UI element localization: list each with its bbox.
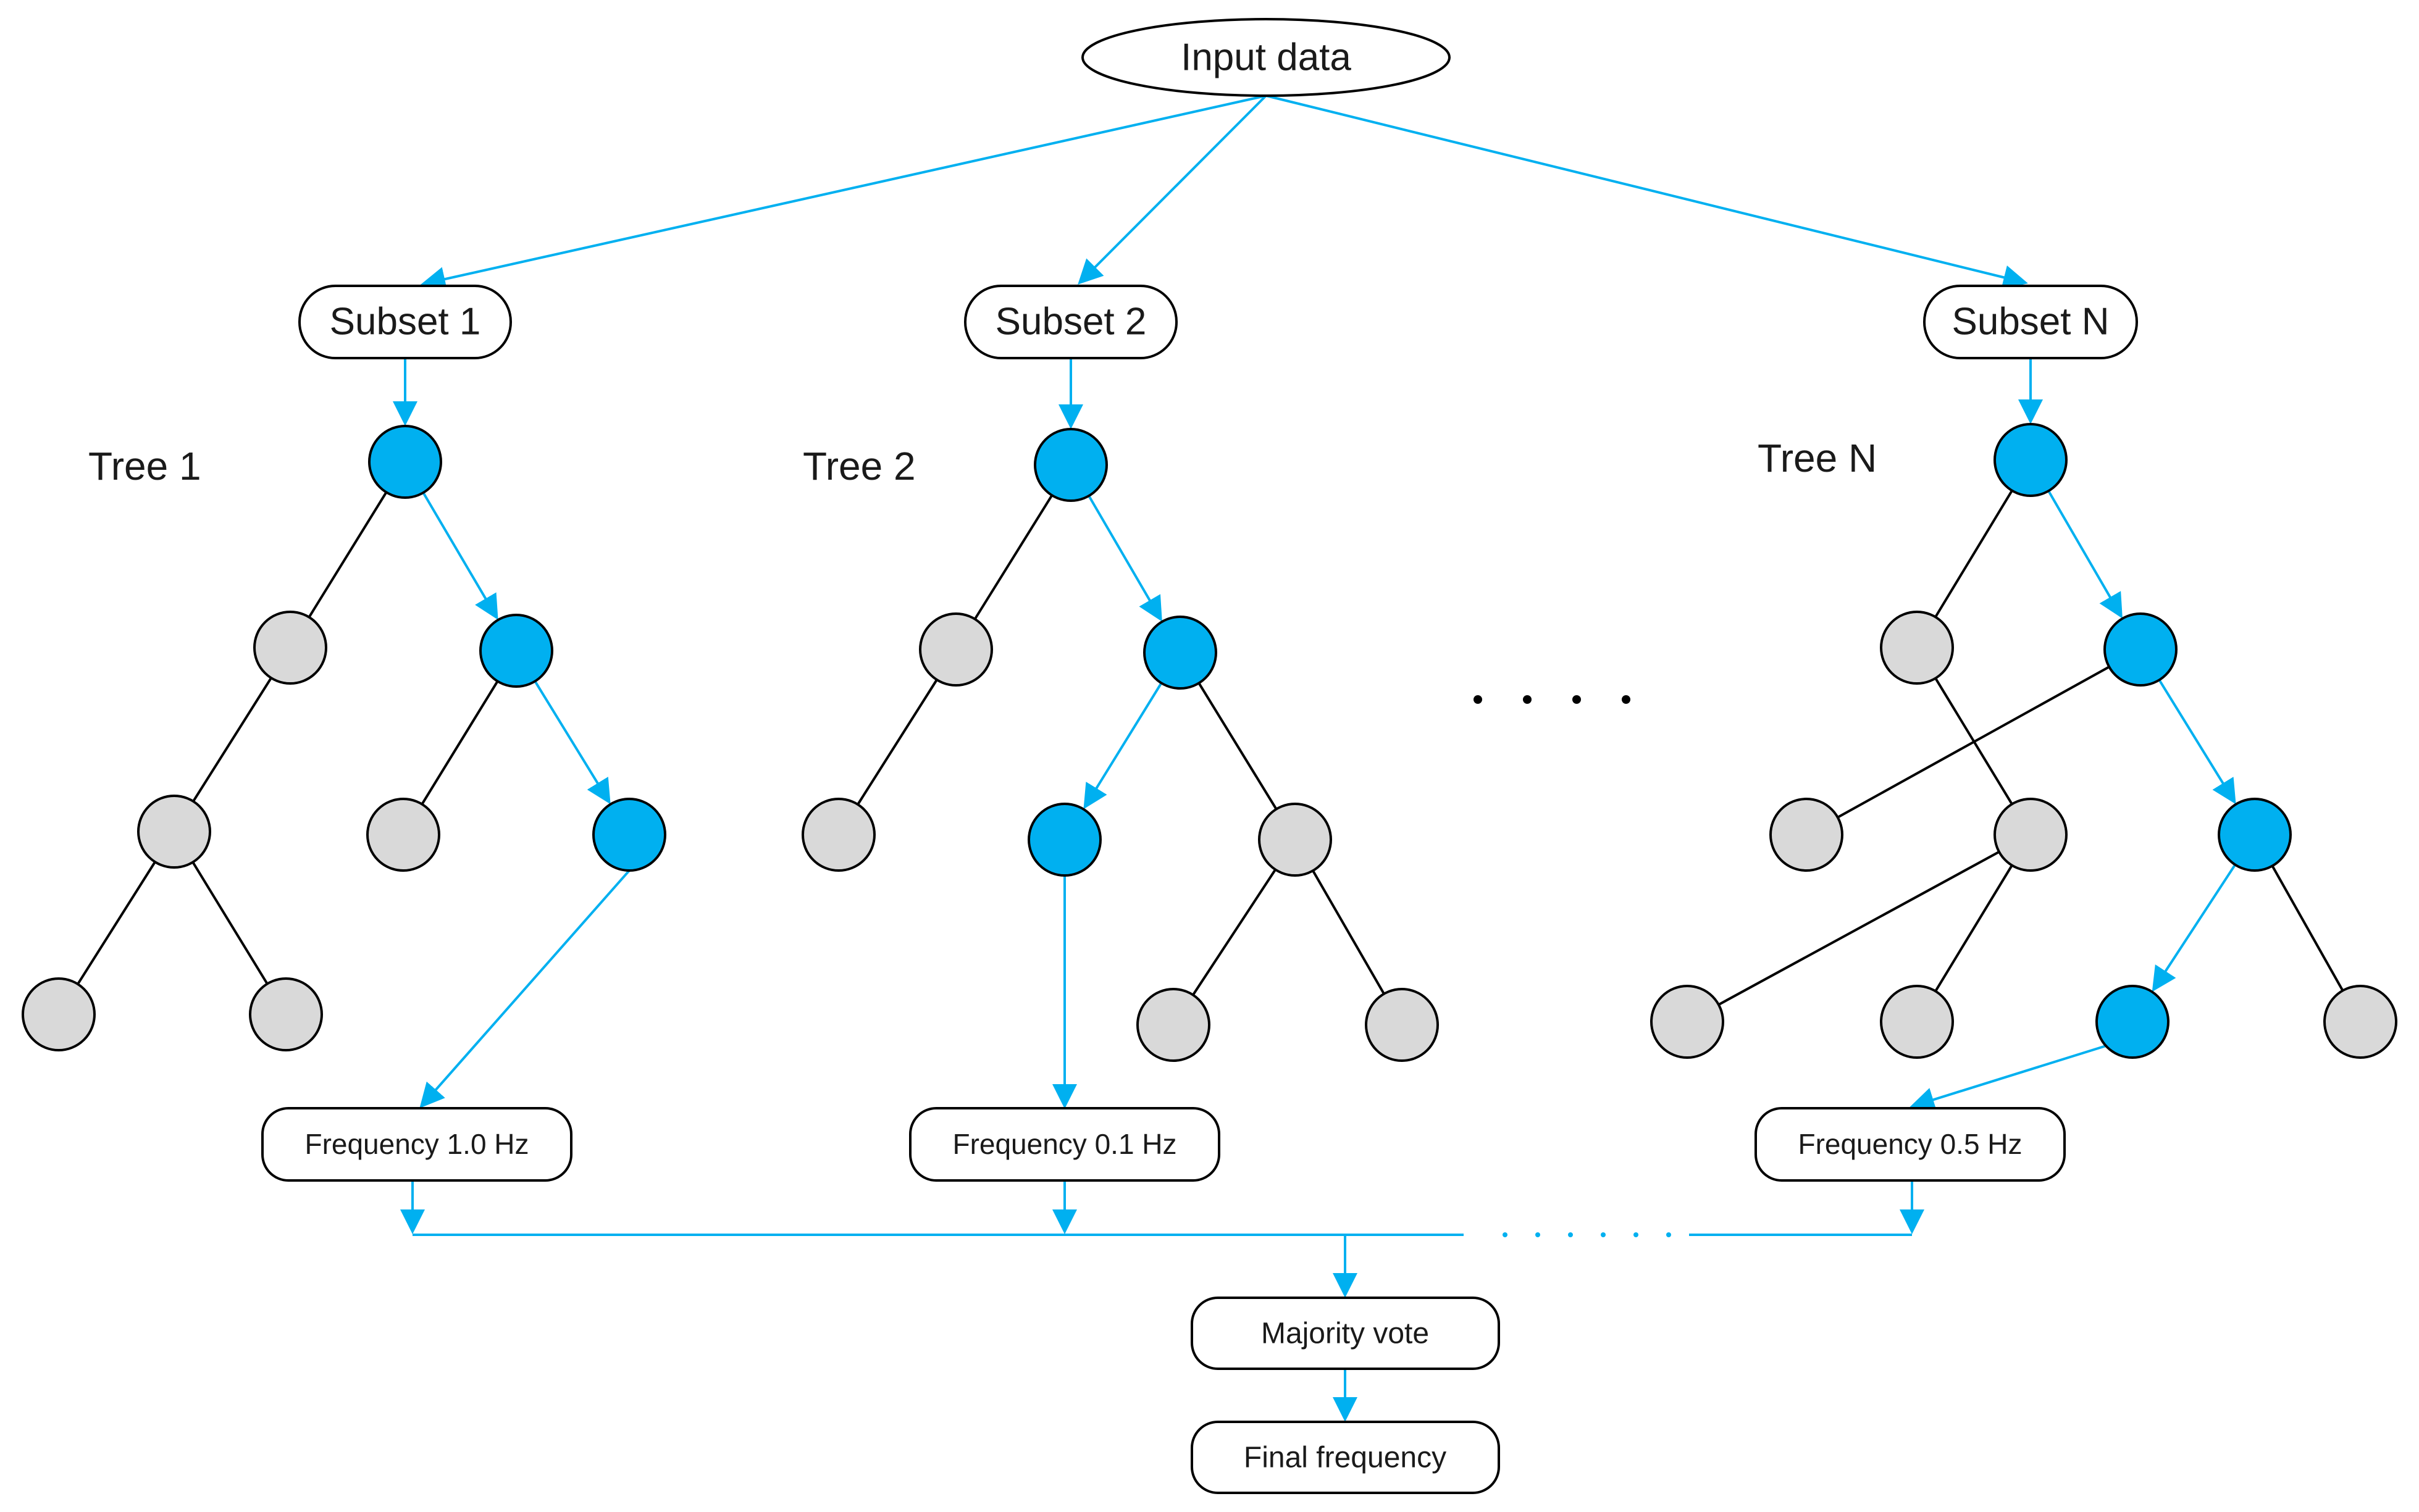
aggregate-ellipsis-dot <box>1666 1232 1671 1237</box>
path-arrow <box>422 491 498 620</box>
active-tree-node <box>2095 985 2170 1059</box>
path-arrow <box>1083 682 1163 809</box>
aggregate-ellipsis-dot <box>1601 1232 1606 1237</box>
path-arrow <box>1088 495 1162 622</box>
subset-box-1: Subset 1 <box>298 285 512 359</box>
active-tree-node <box>2218 798 2292 872</box>
final-frequency-box: Final frequency <box>1191 1421 1500 1494</box>
tree-edge <box>1197 682 1278 810</box>
tree-label: Tree 2 <box>803 444 916 488</box>
frequency-box-1: Frequency 1.0 Hz <box>261 1107 572 1182</box>
tree-edge <box>973 495 1054 620</box>
aggregate-ellipsis-dot <box>1503 1232 1507 1237</box>
aggregate-ellipsis-dot <box>1535 1232 1540 1237</box>
tree-node <box>1258 803 1332 877</box>
tree-node <box>366 798 440 872</box>
frequency-box-2: Frequency 0.1 Hz <box>909 1107 1220 1182</box>
tree-edge <box>1837 666 2110 819</box>
tree-node <box>253 611 327 685</box>
path-arrow <box>2047 490 2123 619</box>
tree-edge <box>1934 864 2013 992</box>
frequency-box-3: Frequency 0.5 Hz <box>1755 1107 2066 1182</box>
aggregate-ellipsis-dot <box>1568 1232 1573 1237</box>
tree-edge <box>421 680 499 805</box>
subset-label: Subset 1 <box>330 301 481 343</box>
tree-node <box>1769 798 1843 872</box>
tree-edge <box>192 677 272 803</box>
leaf-to-frequency-arrow <box>1910 1045 2107 1112</box>
tree-node <box>1880 985 1954 1059</box>
aggregate-ellipsis-dot <box>1633 1232 1638 1237</box>
input-to-subset-arrow <box>1078 94 1267 285</box>
frequency-label: Frequency 0.1 Hz <box>952 1128 1176 1160</box>
tree-edge <box>2271 865 2344 992</box>
tree-edge <box>1717 850 2000 1006</box>
tree-label: Tree N <box>1758 436 1877 480</box>
majority-vote-label: Majority vote <box>1261 1318 1429 1350</box>
active-tree-node <box>1034 428 1108 502</box>
tree-edge <box>308 491 388 618</box>
frequency-label: Frequency 1.0 Hz <box>304 1128 529 1160</box>
majority-vote-box: Majority vote <box>1191 1297 1500 1370</box>
subset-label: Subset N <box>1952 301 2109 343</box>
tree-node <box>1136 988 1210 1062</box>
path-arrow <box>534 680 611 804</box>
tree-node <box>802 798 876 872</box>
tree-node <box>2323 985 2397 1059</box>
subset-box-n: Subset N <box>1923 285 2138 359</box>
input-to-subset-arrow <box>1265 94 2028 290</box>
final-frequency-label: Final frequency <box>1244 1442 1446 1474</box>
leaf-to-frequency-arrow <box>419 869 631 1108</box>
tree-edge <box>77 861 156 985</box>
tree-node <box>1993 798 2068 872</box>
frequency-label: Frequency 0.5 Hz <box>1798 1128 2022 1160</box>
tree-label: Tree 1 <box>88 444 201 488</box>
input-to-subset-arrow <box>421 94 1267 291</box>
active-tree-node <box>592 798 666 872</box>
tree-ellipsis <box>1474 695 1630 704</box>
subset-label: Subset 2 <box>996 301 1147 343</box>
tree-node <box>249 977 323 1051</box>
subset-box-2: Subset 2 <box>964 285 1178 359</box>
tree-node <box>137 795 211 869</box>
active-tree-node <box>1028 803 1102 877</box>
tree-node <box>1880 611 1954 685</box>
tree-edge <box>1934 490 2013 618</box>
input-data-label: Input data <box>1181 36 1351 79</box>
tree-node <box>1650 985 1724 1059</box>
tree-node <box>1365 988 1439 1062</box>
tree-node <box>22 977 96 1051</box>
input-data-node: Input data <box>1081 18 1451 97</box>
active-tree-node <box>1143 616 1217 690</box>
tree-node <box>919 612 993 687</box>
tree-edge <box>1192 869 1277 996</box>
path-arrow <box>2158 679 2236 804</box>
tree-edge <box>857 679 938 806</box>
active-tree-node <box>368 425 442 499</box>
tree-edge <box>191 861 269 985</box>
active-tree-node <box>2103 612 2178 687</box>
active-tree-node <box>1993 423 2068 497</box>
tree-edge <box>1312 870 1385 995</box>
path-arrow <box>2152 864 2236 992</box>
active-tree-node <box>479 614 553 688</box>
